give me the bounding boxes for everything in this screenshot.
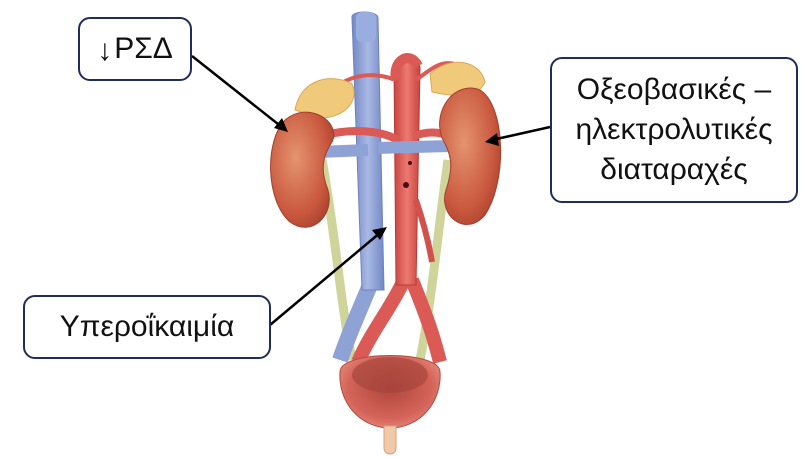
down-arrow-icon: ↓ xyxy=(97,33,112,69)
ivc-top xyxy=(356,12,376,42)
hyperkalemia-callout: Υπεροΐκαιμία xyxy=(23,295,271,359)
electrolyte-label-line: ηλεκτρολυτικές xyxy=(575,110,772,150)
gfr-pointer-arrow xyxy=(192,56,283,128)
gfr-label: ΡΣΔ xyxy=(114,31,173,67)
vessel-dot xyxy=(408,161,412,165)
electrolyte-callout: Οξεοβασικές – ηλεκτρολυτικές διαταραχές xyxy=(550,57,798,203)
electrolyte-label-line: διαταραχές xyxy=(600,150,747,190)
urethra xyxy=(384,426,396,454)
electrolyte-label-line: Οξεοβασικές – xyxy=(577,70,771,110)
right-kidney xyxy=(440,88,501,224)
bladder-interior xyxy=(352,357,428,393)
gfr-callout: ↓ ΡΣΔ xyxy=(78,17,192,81)
small-artery xyxy=(416,200,432,262)
hyperkalemia-label: Υπεροΐκαιμία xyxy=(60,309,234,345)
right-renal-vein xyxy=(378,146,450,148)
electrolytes-pointer-arrow xyxy=(492,127,550,140)
vessel-dot xyxy=(403,182,409,188)
aorta xyxy=(394,61,420,286)
